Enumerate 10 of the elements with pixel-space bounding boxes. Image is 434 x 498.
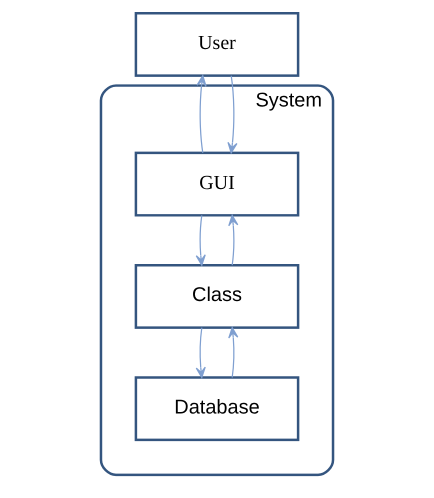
node-box: Database [134,376,300,442]
arrow [228,327,238,378]
node-box: User [134,12,300,77]
arrow [196,215,206,266]
arrow [227,76,238,154]
arrow [196,328,206,378]
node-box: GUI [134,152,300,217]
arrow [228,214,238,266]
arrow [196,75,207,153]
node-box: Class [134,264,300,329]
